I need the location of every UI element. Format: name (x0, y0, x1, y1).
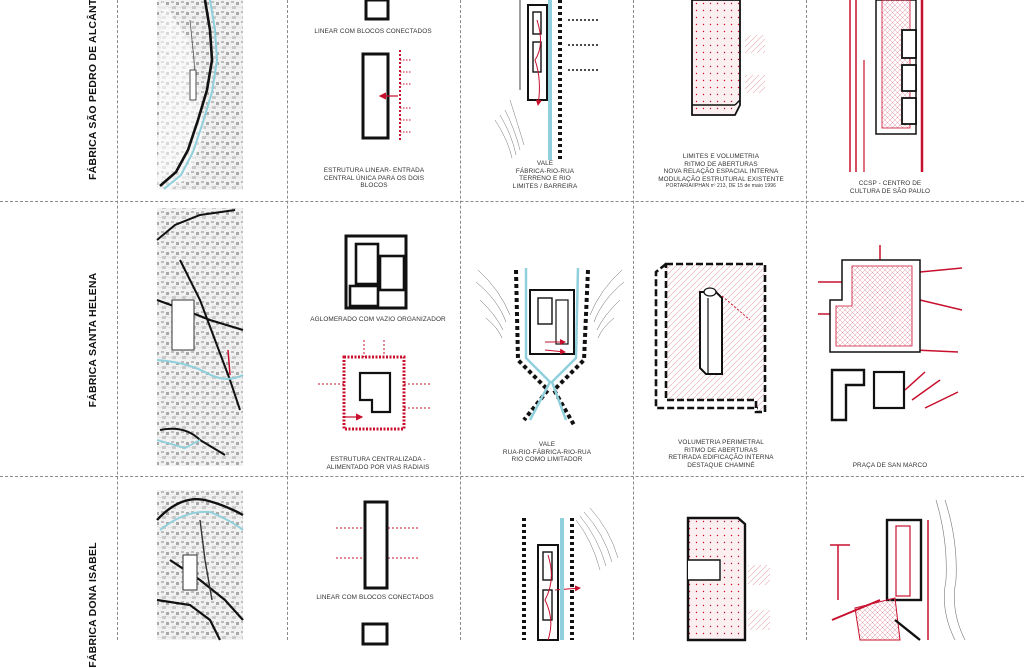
caption-line: BLOCOS (324, 182, 425, 190)
caption-line: LIMITES E VOLUMETRIA (658, 153, 784, 161)
caption-line: ESTRUTURA LINEAR- ENTRADA (324, 167, 425, 175)
caption-line: TERRENO E RIO (513, 175, 578, 183)
organization-diagram-dona-isabel (336, 502, 418, 644)
caption-site-2: VALE RUA-RIO-FÁBRICA-RIO-RUA RIO COMO LI… (503, 441, 591, 464)
caption-line: PRAÇA DE SAN MARCO (853, 462, 928, 470)
caption-line: RIO COMO LIMITADOR (503, 456, 591, 464)
caption-volume-1: LIMITES E VOLUMETRIA RITMO DE ABERTURAS … (658, 153, 784, 191)
caption-note: PORTARIA/IPHAN nº 213, DE 15 de maio 199… (658, 183, 784, 191)
reference-diagram-santa-helena (818, 245, 962, 420)
caption-line: LINEAR COM BLOCOS CONECTADOS (314, 28, 431, 36)
caption-reference-1: CCSP - CENTRO DE CULTURA DE SÃO PAULO (850, 180, 930, 195)
site-analysis-sao-pedro (495, 0, 598, 160)
site-map-santa-helena (157, 208, 243, 466)
diagram-drawings (0, 0, 1024, 640)
caption-line: FÁBRICA-RIO-RUA (513, 168, 578, 176)
volume-diagram-dona-isabel (688, 518, 770, 640)
site-map-sao-pedro (157, 0, 243, 190)
reference-diagram-dona-isabel (830, 500, 965, 640)
caption-line: MODULAÇÃO ESTRUTURAL EXISTENTE (658, 176, 784, 184)
caption-line: LIMITES / BARREIRA (513, 183, 578, 191)
site-analysis-santa-helena (476, 268, 624, 425)
caption-line: RUA-RIO-FÁBRICA-RIO-RUA (503, 449, 591, 457)
site-analysis-dona-isabel (524, 508, 618, 640)
caption-organization-bottom-1: ESTRUTURA LINEAR- ENTRADA CENTRAL ÚNICA … (324, 167, 425, 190)
reference-diagram-sao-pedro (850, 0, 922, 172)
caption-line: VOLUMETRIA PERIMETRAL (668, 439, 773, 447)
caption-volume-2: VOLUMETRIA PERIMETRAL RITMO DE ABERTURAS… (668, 439, 773, 469)
caption-reference-2: PRAÇA DE SAN MARCO (853, 462, 928, 470)
caption-line: CENTRAL ÚNICA PARA OS DOIS (324, 175, 425, 183)
caption-line: VALE (513, 160, 578, 168)
caption-organization-bottom-2: ESTRUTURA CENTRALIZADA - ALIMENTADO POR … (326, 456, 429, 471)
caption-line: ALIMENTADO POR VIAS RADIAIS (326, 464, 429, 472)
volume-diagram-sao-pedro (692, 0, 765, 115)
caption-site-1: VALE FÁBRICA-RIO-RUA TERRENO E RIO LIMIT… (513, 160, 578, 190)
caption-line: VALE (503, 441, 591, 449)
organization-diagram-sao-pedro (363, 0, 412, 142)
caption-line: NOVA RELAÇÃO ESPACIAL INTERNA (658, 168, 784, 176)
caption-line: CULTURA DE SÃO PAULO (850, 188, 930, 196)
caption-line: AGLOMERADO COM VAZIO ORGANIZADOR (310, 316, 446, 324)
organization-diagram-santa-helena (318, 236, 430, 429)
caption-organization-top-3: LINEAR COM BLOCOS CONECTADOS (316, 594, 433, 602)
caption-line: LINEAR COM BLOCOS CONECTADOS (316, 594, 433, 602)
volume-diagram-santa-helena (656, 264, 765, 412)
caption-line: ESTRUTURA CENTRALIZADA - (326, 456, 429, 464)
caption-organization-top-2: AGLOMERADO COM VAZIO ORGANIZADOR (310, 316, 446, 324)
comparison-sheet: FÁBRICA SÃO PEDRO DE ALCÂNTARA FÁBRICA S… (0, 0, 1024, 640)
caption-line: RETIRADA EDIFICAÇÃO INTERNA (668, 454, 773, 462)
caption-organization-top-1: LINEAR COM BLOCOS CONECTADOS (314, 28, 431, 36)
caption-line: DESTAQUE CHAMINÉ (668, 462, 773, 470)
caption-line: CCSP - CENTRO DE (850, 180, 930, 188)
site-map-dona-isabel (157, 490, 243, 640)
